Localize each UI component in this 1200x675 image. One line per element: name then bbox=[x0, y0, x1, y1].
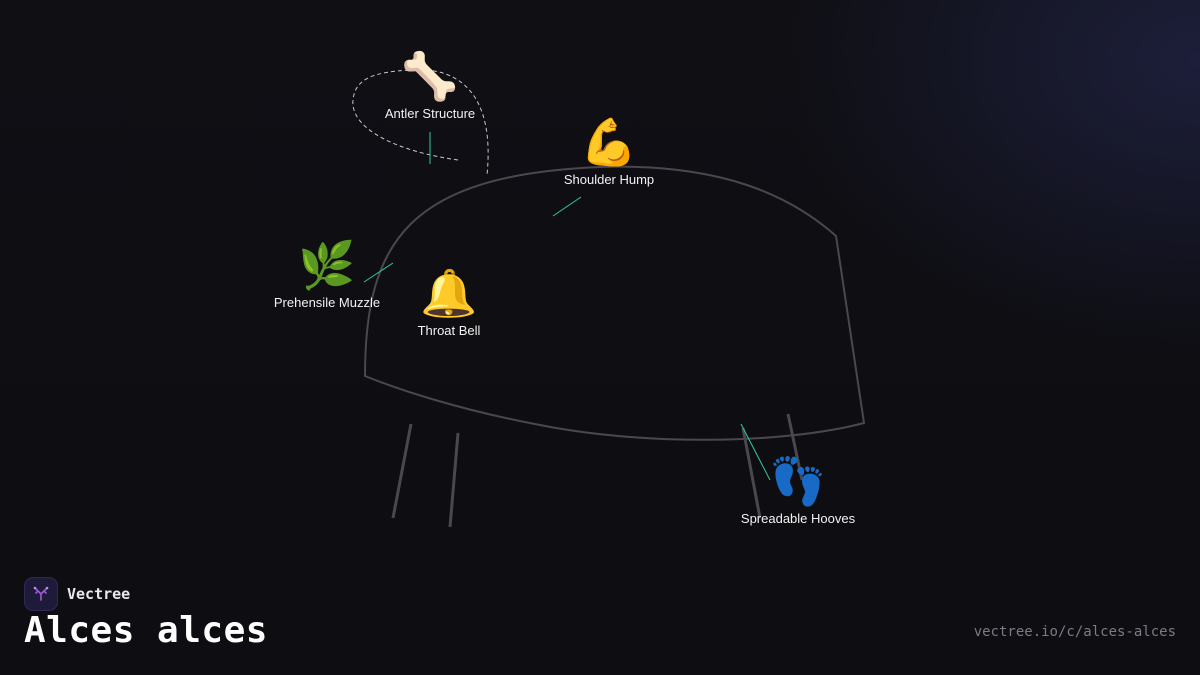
leg-rear-left bbox=[741, 427, 762, 519]
footprints-icon: 👣 bbox=[769, 454, 827, 508]
leg-front-left bbox=[391, 423, 413, 519]
feature-prehensile-muzzle: 🌿 Prehensile Muzzle bbox=[274, 239, 380, 310]
feature-label: Antler Structure bbox=[384, 106, 476, 121]
flexed-biceps-icon: 💪 bbox=[580, 115, 638, 169]
feature-label: Throat Bell bbox=[417, 323, 481, 338]
brand: Vectree bbox=[24, 577, 130, 611]
leg-front-right bbox=[448, 432, 460, 528]
feature-spreadable-hooves: 👣 Spreadable Hooves bbox=[741, 455, 855, 526]
herb-icon: 🌿 bbox=[298, 238, 356, 292]
source-url[interactable]: vectree.io/c/alces-alces bbox=[973, 624, 1176, 640]
leader-spreadable-hooves bbox=[740, 423, 771, 481]
feature-label: Shoulder Hump bbox=[563, 172, 655, 187]
tree-branch-icon bbox=[33, 586, 49, 601]
feature-shoulder-hump: 💪 Shoulder Hump bbox=[564, 116, 654, 187]
leg-rear-right bbox=[786, 413, 804, 481]
page-title: Alces alces bbox=[24, 610, 268, 651]
feature-label: Prehensile Muzzle bbox=[273, 295, 381, 310]
brand-name: Vectree bbox=[67, 585, 131, 603]
bone-icon: 🦴 bbox=[401, 49, 459, 103]
body-outline bbox=[363, 165, 866, 441]
bell-icon: 🔔 bbox=[420, 266, 478, 320]
feature-antler-structure: 🦴 Antler Structure bbox=[385, 50, 475, 121]
leader-prehensile-muzzle bbox=[363, 262, 394, 283]
vectree-logo-icon bbox=[24, 577, 58, 611]
leader-shoulder-hump bbox=[552, 196, 582, 217]
feature-throat-bell: 🔔 Throat Bell bbox=[418, 267, 481, 338]
feature-label: Spreadable Hooves bbox=[740, 511, 856, 526]
